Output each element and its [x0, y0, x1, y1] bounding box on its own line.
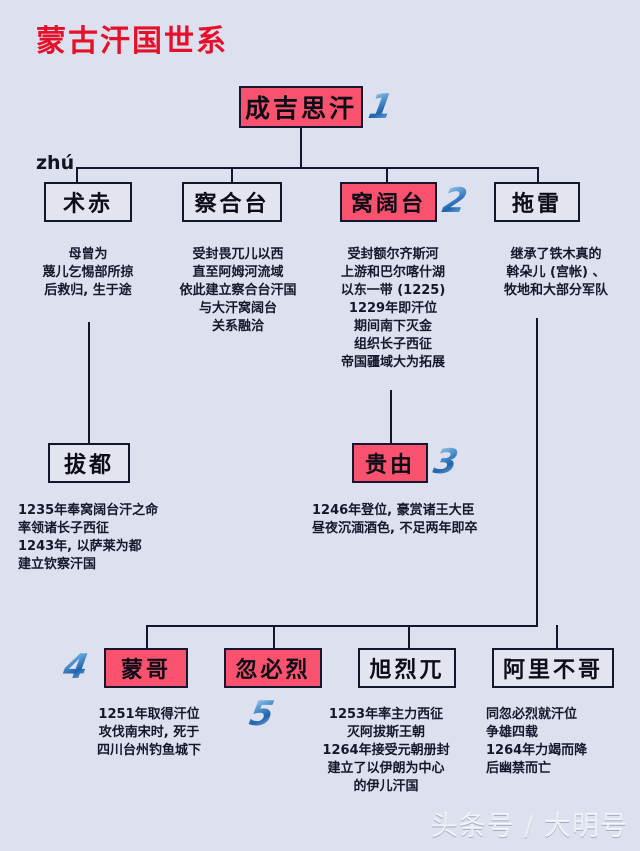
node-label: 察合台	[194, 191, 270, 217]
description-chahetai: 受封畏兀儿以西 直至阿姆河流域 依此建立察合台汗国 与大汗窝阔台 关系融洽	[179, 247, 297, 334]
node-alibuge[interactable]: 阿里不哥	[492, 648, 614, 688]
description-zhuchi: 母曾为 蔑儿乞惕部所掠 后救归, 生于途	[42, 247, 134, 298]
node-chahetai[interactable]: 察合台	[182, 182, 282, 222]
node-guiyou[interactable]: 贵由	[352, 443, 428, 483]
connector-wokuotai-to-guiyou	[390, 390, 392, 444]
description-tuolei: 继承了铁木真的 斡朵儿 (宫帐) 、 牧地和大部分军队	[503, 247, 608, 298]
node-label: 旭烈兀	[369, 657, 445, 683]
node-label: 阿里不哥	[502, 657, 603, 683]
description-wokuotai: 受封额尔齐斯河 上游和巴尔喀什湖 以东一带 (1225) 1229年即汗位 期间…	[340, 247, 446, 370]
node-label: 术赤	[62, 191, 113, 217]
connector-drop-tuolei	[537, 167, 539, 184]
connector-drop-chahetai	[231, 167, 233, 184]
node-zhuchi[interactable]: 术赤	[44, 182, 132, 222]
node-label: 贵由	[364, 452, 415, 478]
node-genghis-khan[interactable]: 成吉思汗	[239, 86, 363, 128]
connector-zhuchi-to-badu	[88, 322, 90, 444]
connector-drop-wokuotai	[386, 167, 388, 184]
connector-gen2-bus	[76, 167, 538, 169]
connector-drop-alibuge	[556, 625, 558, 650]
node-tuolei[interactable]: 拖雷	[494, 182, 580, 222]
connector-gen4-bus	[146, 625, 538, 627]
order-badge-3: 3	[430, 442, 462, 482]
node-wokuotai[interactable]: 窝阔台	[340, 182, 437, 222]
description-guiyou: 1246年登位, 豪赏诸王大臣 昼夜沉湎酒色, 不足两年即卒	[312, 503, 478, 536]
description-mengge: 1251年取得汗位 攻伐南宋时, 死于 四川台州钓鱼城下	[96, 707, 201, 758]
node-hubilie[interactable]: 忽必烈	[224, 648, 322, 688]
node-label: 成吉思汗	[244, 94, 357, 123]
watermark: 头条号 / 大明号	[430, 811, 628, 842]
connector-genghis-stem	[300, 128, 302, 168]
connector-drop-hubilie	[273, 625, 275, 650]
node-mengge[interactable]: 蒙哥	[104, 648, 188, 688]
connector-drop-xuliewu	[408, 625, 410, 650]
node-label: 窝阔台	[350, 191, 426, 217]
order-badge-4: 4	[60, 647, 92, 687]
node-label: 拖雷	[511, 191, 562, 217]
description-badu: 1235年奉窝阔台汗之命 率领诸长子西征 1243年, 以萨莱为都 建立钦察汗国	[18, 503, 159, 572]
node-badu[interactable]: 拔都	[48, 443, 130, 483]
node-xuliewu[interactable]: 旭烈兀	[358, 648, 456, 688]
node-label: 忽必烈	[235, 657, 311, 683]
description-alibuge: 同忽必烈就汗位 争雄四载 1264年力竭而降 后幽禁而亡	[486, 707, 588, 776]
order-badge-5: 5	[246, 694, 278, 734]
connector-drop-mengge	[146, 625, 148, 650]
description-xuliewu: 1253年率主力西征 灭阿拔斯王朝 1264年接受元朝册封 建立了以伊朗为中心 …	[322, 707, 450, 794]
node-label: 蒙哥	[120, 657, 171, 683]
connector-drop-zhuchi	[76, 167, 78, 184]
order-badge-2: 2	[439, 181, 471, 221]
order-badge-1: 1	[365, 87, 397, 127]
pinyin-annotation-zhu: zhú	[36, 152, 75, 174]
connector-tuolei-stem	[536, 318, 538, 626]
page-title: 蒙古汗国世系	[36, 24, 228, 59]
node-label: 拔都	[63, 452, 114, 478]
